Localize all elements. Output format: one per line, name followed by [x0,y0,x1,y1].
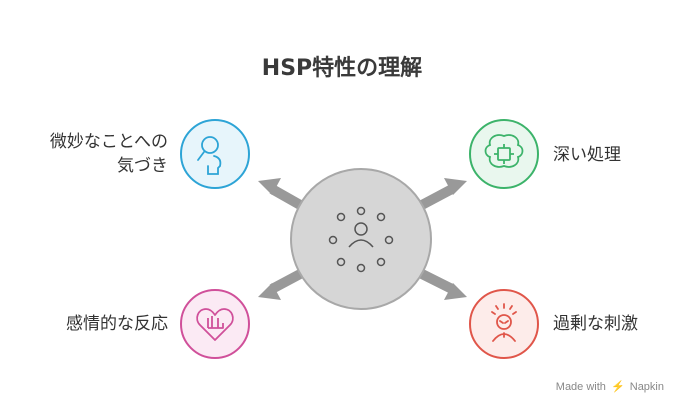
label-bottom-right: 過剰な刺激 [553,314,638,334]
arrow-top-right [417,178,467,211]
label-top-left: 微妙なことへの 気づき [28,130,168,178]
napkin-logo-icon: ⚡ [610,381,625,393]
person-with-dots-icon [328,206,394,273]
arrow-bottom-right [417,268,467,300]
stressed-person-icon [491,303,517,342]
node-bottom-left-circle [180,289,250,359]
person-head-icon [197,136,222,175]
footer-made-with: Made with [555,381,606,393]
center-circle [290,168,432,310]
footer-brand: Napkin [629,381,664,393]
diagram-title: HSP特性の理解 [261,56,423,81]
node-bottom-right-circle [469,289,539,359]
label-bottom-left: 感情的な反応 [66,314,168,334]
footer-attribution[interactable]: Made with ⚡ Napkin [556,380,664,393]
arrow-bottom-left [258,268,305,300]
node-top-left-circle [180,119,250,189]
heart-icon [196,308,234,341]
label-top-left-line2: 気づき [117,156,168,176]
label-top-left-line1: 微妙なことへの [49,132,168,152]
arrow-top-left [258,178,305,211]
label-top-right: 深い処理 [553,145,621,165]
node-top-right-circle [469,119,539,189]
brain-circuit-icon [484,134,524,168]
